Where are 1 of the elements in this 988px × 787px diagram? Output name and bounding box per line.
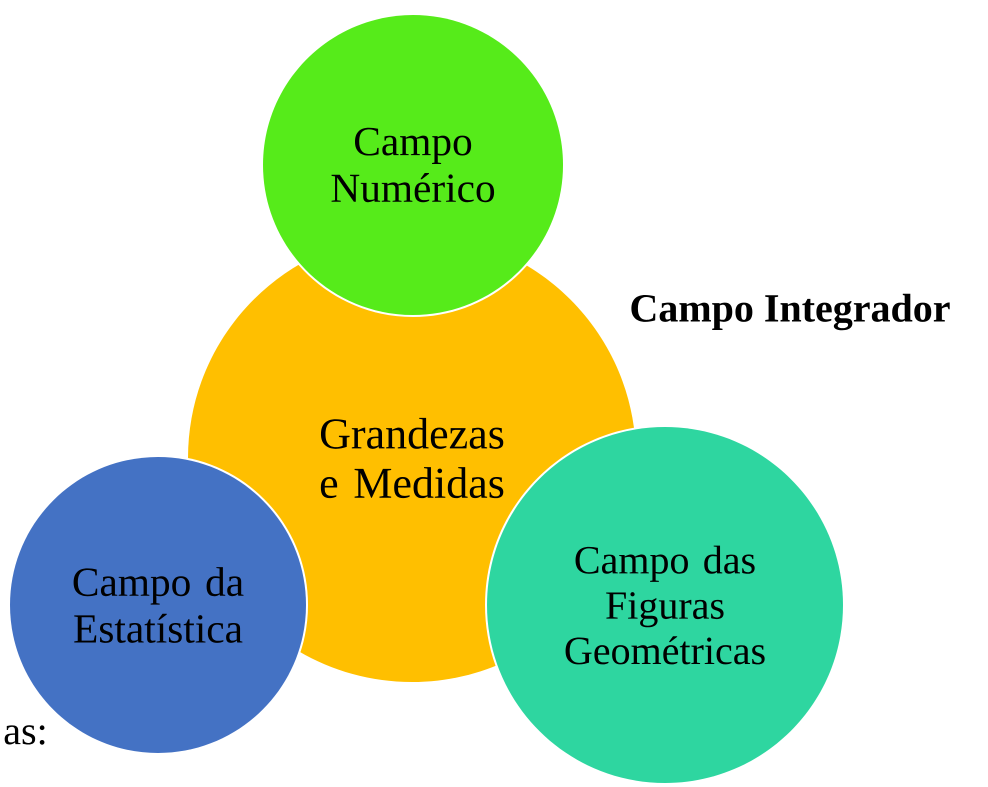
node-label: Campo Numérico (332, 128, 494, 202)
